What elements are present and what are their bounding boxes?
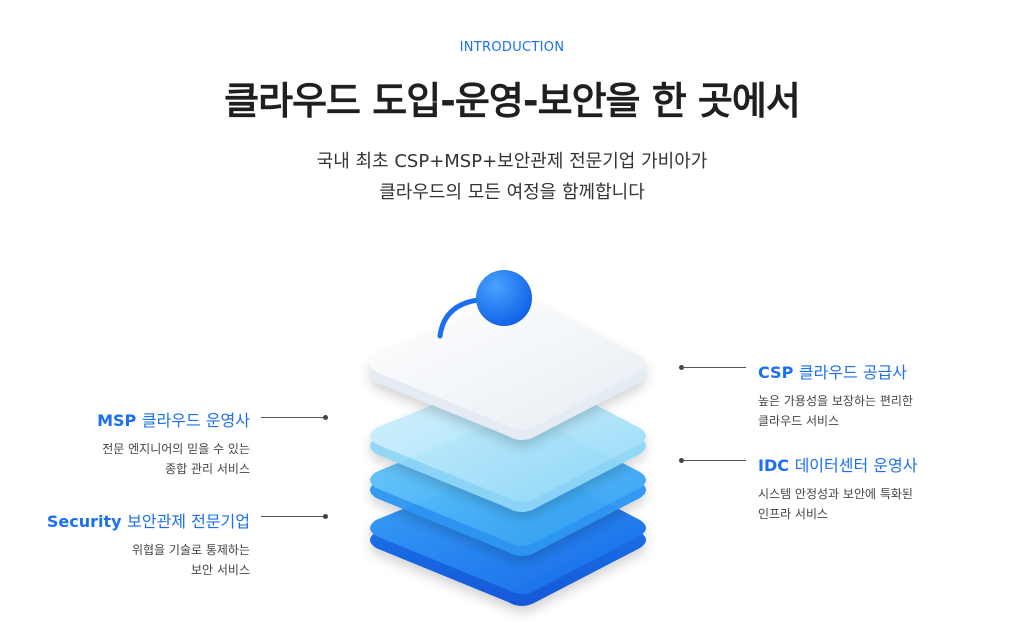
callout-csp-desc-1: 높은 가용성을 보장하는 편리한 xyxy=(758,394,913,408)
callout-security: Security 보안관제 전문기업 위협을 기술로 통제하는 보안 서비스 xyxy=(47,508,250,580)
callout-msp-name: 클라우드 운영사 xyxy=(141,411,250,430)
callout-security-heading: Security 보안관제 전문기업 xyxy=(47,508,250,532)
callout-msp-desc: 전문 엔지니어의 믿을 수 있는 종합 관리 서비스 xyxy=(97,439,250,479)
callout-security-acronym: Security xyxy=(46,512,122,531)
callout-msp-desc-1: 전문 엔지니어의 믿을 수 있는 xyxy=(102,442,250,456)
section-eyebrow: INTRODUCTION xyxy=(459,40,565,55)
callout-csp-dot xyxy=(679,365,684,370)
callout-csp: CSP 클라우드 공급사 높은 가용성을 보장하는 편리한 클라우드 서비스 xyxy=(758,359,913,431)
callout-security-desc: 위협을 기술로 통제하는 보안 서비스 xyxy=(47,540,250,580)
orb-tail xyxy=(437,297,481,339)
callout-security-desc-1: 위협을 기술로 통제하는 xyxy=(131,543,250,557)
callout-idc-dot xyxy=(679,458,684,463)
callout-csp-heading: CSP 클라우드 공급사 xyxy=(758,359,913,383)
callout-security-desc-2: 보안 서비스 xyxy=(190,563,250,577)
callout-security-leader xyxy=(261,516,325,517)
subtitle-line-2: 클라우드의 모든 여정을 함께합니다 xyxy=(379,182,645,203)
callout-msp-desc-2: 종합 관리 서비스 xyxy=(165,462,250,476)
callout-csp-desc-2: 클라우드 서비스 xyxy=(758,414,840,428)
callout-idc-desc-1: 시스템 안정성과 보안에 특화된 xyxy=(758,487,913,501)
callout-idc-leader xyxy=(682,460,746,461)
callout-msp-heading: MSP 클라우드 운영사 xyxy=(97,407,250,431)
callout-msp: MSP 클라우드 운영사 전문 엔지니어의 믿을 수 있는 종합 관리 서비스 xyxy=(97,407,250,479)
callout-idc-desc-2: 인프라 서비스 xyxy=(758,507,829,521)
callout-csp-leader xyxy=(682,367,746,368)
callout-csp-acronym: CSP xyxy=(758,363,794,382)
callout-idc-heading: IDC 데이터센터 운영사 xyxy=(758,452,917,476)
callout-csp-desc: 높은 가용성을 보장하는 편리한 클라우드 서비스 xyxy=(758,391,913,431)
callout-msp-dot xyxy=(323,415,328,420)
callout-security-dot xyxy=(323,514,328,519)
callout-idc: IDC 데이터센터 운영사 시스템 안정성과 보안에 특화된 인프라 서비스 xyxy=(758,452,917,524)
callout-idc-name: 데이터센터 운영사 xyxy=(794,456,918,475)
callout-security-name: 보안관제 전문기업 xyxy=(127,512,250,531)
callout-csp-name: 클라우드 공급사 xyxy=(798,363,908,382)
callout-idc-acronym: IDC xyxy=(758,456,789,475)
page-title: 클라우드 도입-운영-보안을 한 곳에서 xyxy=(224,79,801,123)
callout-idc-desc: 시스템 안정성과 보안에 특화된 인프라 서비스 xyxy=(758,484,917,524)
callout-msp-acronym: MSP xyxy=(97,411,137,430)
sphere-icon xyxy=(476,270,532,326)
callout-msp-leader xyxy=(261,417,325,418)
subtitle-line-1: 국내 최초 CSP+MSP+보안관제 전문기업 가비아가 xyxy=(316,151,708,172)
page-subtitle: 국내 최초 CSP+MSP+보안관제 전문기업 가비아가 클라우드의 모든 여정… xyxy=(0,146,1024,208)
